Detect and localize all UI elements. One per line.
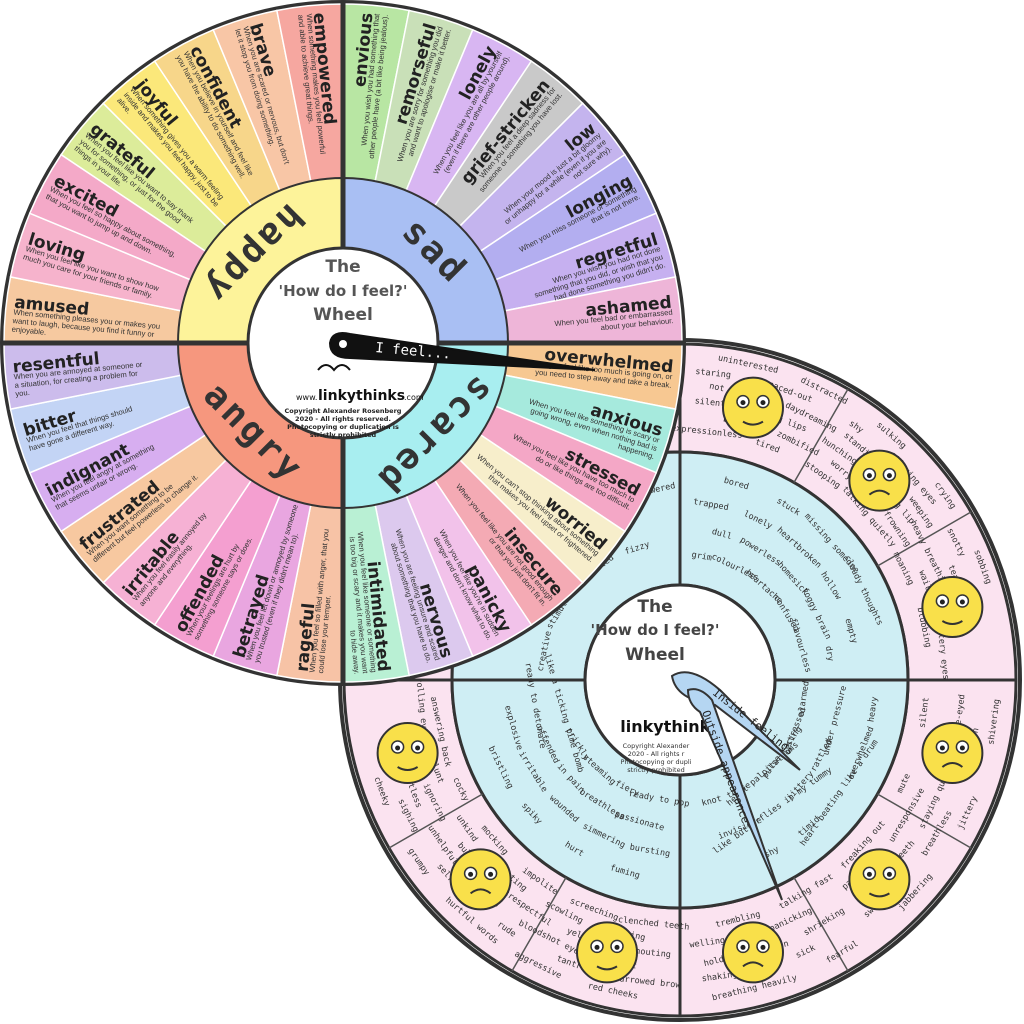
face-mouth xyxy=(469,888,492,895)
outside-pointer-shape xyxy=(686,688,783,901)
outer-sub-divider xyxy=(793,388,849,483)
face-pupil xyxy=(614,944,620,950)
face-head xyxy=(848,449,911,512)
feeling-word: dry xyxy=(823,645,836,662)
face-head xyxy=(921,576,984,639)
face-mouth xyxy=(742,961,764,968)
face-head xyxy=(721,376,784,439)
face-pupil xyxy=(886,871,892,877)
front-brand-logo: www. linkythinks .com xyxy=(296,364,424,404)
outer-sub-divider xyxy=(877,793,972,849)
front-wheel-title-line-3: Wheel xyxy=(313,305,373,325)
back-wheel-brand: linkythinks xyxy=(620,717,720,736)
emoji-face-icon xyxy=(721,921,784,984)
face-pupil xyxy=(939,745,945,751)
emoji-face-icon xyxy=(721,376,784,439)
brand-cloud-icon xyxy=(317,364,351,372)
emoji-face-icon xyxy=(449,848,512,911)
face-pupil xyxy=(760,400,766,406)
back-wheel-title-line-1: The xyxy=(637,597,672,617)
feeling-word: silent xyxy=(694,396,726,409)
pointer-pivot xyxy=(339,340,347,348)
emotion-description-line: you. xyxy=(15,388,30,398)
back-wheel-title-line-3: Wheel xyxy=(625,645,685,665)
face-pupil xyxy=(959,599,965,605)
front-copyright-1: Copyright Alexander Rosenberg xyxy=(285,407,402,415)
feeling-word: shouting xyxy=(630,946,672,960)
back-copyright-4: strictly prohibited xyxy=(627,766,684,774)
feeling-word: heavy xyxy=(866,696,880,723)
face-mouth xyxy=(742,420,764,426)
face-pupil xyxy=(594,944,600,950)
face-mouth xyxy=(868,892,890,898)
face-pupil xyxy=(959,745,965,751)
brand-suffix: .com xyxy=(404,393,424,402)
face-pupil xyxy=(886,473,892,479)
face-pupil xyxy=(395,745,401,751)
emoji-face-icon xyxy=(848,449,911,512)
face-pupil xyxy=(740,400,746,406)
outer-sub-divider xyxy=(793,877,849,972)
feeling-word: shaking xyxy=(701,970,738,985)
emotion-description-line: to hide away. xyxy=(348,630,361,675)
face-head xyxy=(376,721,439,784)
front-wheel-title-line-1: The xyxy=(325,257,360,277)
emoji-face-icon xyxy=(921,576,984,639)
back-copyright-1: Copyright Alexander xyxy=(623,742,690,750)
face-head xyxy=(721,921,784,984)
back-wheel-title-line-2: 'How do I feel?' xyxy=(591,621,720,639)
face-mouth xyxy=(868,489,891,496)
feeling-word: silent xyxy=(918,697,932,729)
emoji-face-icon xyxy=(576,921,639,984)
face-head xyxy=(449,848,512,911)
front-copyright-2: 2020 - All rights reserved. xyxy=(295,415,391,423)
face-mouth xyxy=(596,965,618,971)
front-wheel-segments xyxy=(3,3,683,683)
face-mouth xyxy=(941,761,964,768)
back-wheel-faces xyxy=(376,376,984,984)
emoji-face-icon xyxy=(921,721,984,784)
feeling-word: staring xyxy=(695,367,732,381)
front-copyright-4: strictly prohibited xyxy=(310,431,377,439)
face-mouth xyxy=(941,620,963,626)
back-copyright-2: 2020 - All rights r xyxy=(628,750,685,758)
i-feel-pointer-label: I feel... xyxy=(375,340,452,363)
face-head xyxy=(576,921,639,984)
face-head xyxy=(921,721,984,784)
face-pupil xyxy=(740,944,746,950)
face-pupil xyxy=(760,944,766,950)
face-mouth xyxy=(397,766,419,771)
feeling-word: grim xyxy=(691,550,713,563)
face-pupil xyxy=(415,745,421,751)
face-pupil xyxy=(488,871,494,877)
face-pupil xyxy=(866,871,872,877)
emoji-face-icon xyxy=(376,721,439,784)
brand-prefix: www. xyxy=(296,393,317,402)
i-feel-pointer-shape xyxy=(328,332,596,371)
front-wheel-title-line-2: 'How do I feel?' xyxy=(279,282,408,300)
brand-name: linkythinks xyxy=(318,388,405,404)
outer-sub-divider xyxy=(511,877,567,972)
face-pupil xyxy=(866,473,872,479)
outer-sub-divider xyxy=(877,511,972,567)
face-pupil xyxy=(939,599,945,605)
i-feel-pointer[interactable]: I feel... xyxy=(328,332,596,371)
face-pupil xyxy=(468,871,474,877)
emotion-description-line: enjoyable. xyxy=(11,324,46,336)
face-head xyxy=(848,848,911,911)
back-copyright-3: Photocopying or dupli xyxy=(621,758,692,766)
outer-sub-divider xyxy=(388,793,483,849)
emoji-face-icon xyxy=(848,848,911,911)
front-copyright-3: Photocopying or duplication is xyxy=(287,423,399,431)
